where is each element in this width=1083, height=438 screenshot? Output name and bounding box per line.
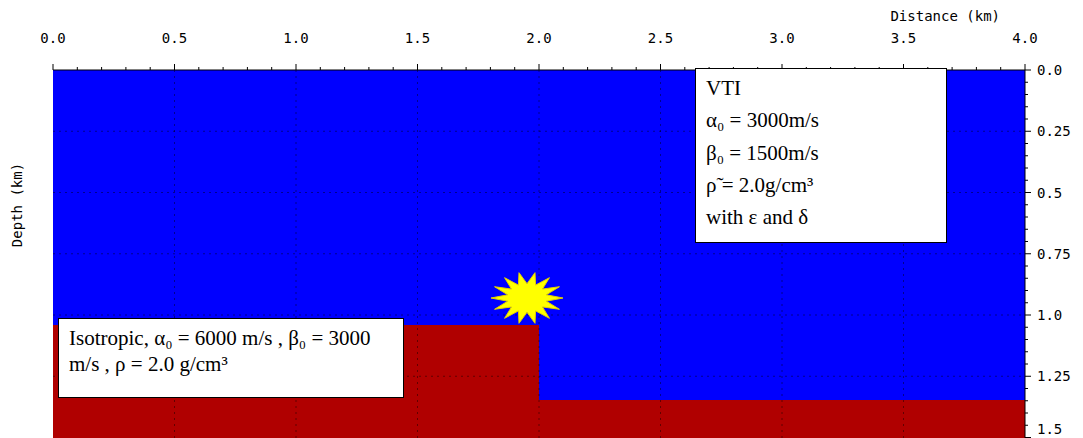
tick xyxy=(490,67,491,70)
tick xyxy=(1025,82,1028,83)
tick-label: 2.5 xyxy=(648,30,673,46)
tick xyxy=(1000,67,1001,70)
tick xyxy=(1025,192,1031,193)
grid-line xyxy=(417,70,418,438)
tick xyxy=(976,67,977,70)
tick-label: 1.0 xyxy=(1037,307,1062,323)
tick-label: 4.0 xyxy=(1012,30,1037,46)
tick-label: 0.25 xyxy=(1037,123,1071,139)
tick xyxy=(198,67,199,70)
tick xyxy=(368,67,369,70)
tick xyxy=(466,67,467,70)
tick xyxy=(1025,229,1028,230)
tick-label: 1.0 xyxy=(283,30,308,46)
tick-label: 1.25 xyxy=(1037,368,1071,384)
box-text: with ε and δ xyxy=(706,204,936,230)
tick xyxy=(587,67,588,70)
tick-label: 3.0 xyxy=(769,30,794,46)
tick xyxy=(1025,351,1028,352)
tick xyxy=(271,67,272,70)
tick xyxy=(77,67,78,70)
tick xyxy=(1025,437,1031,438)
tick xyxy=(611,67,612,70)
tick xyxy=(1025,64,1026,70)
tick xyxy=(1025,388,1028,389)
tick xyxy=(1025,204,1028,205)
box-text: VTI xyxy=(706,75,936,101)
tick xyxy=(1025,94,1028,95)
tick xyxy=(223,67,224,70)
tick xyxy=(1025,290,1028,291)
tick xyxy=(1025,217,1028,218)
tick xyxy=(1025,315,1031,316)
grid-line xyxy=(53,315,1025,316)
tick xyxy=(417,64,418,70)
tick xyxy=(1025,364,1028,365)
box-text: β₀ = 1500m/s xyxy=(706,140,936,166)
tick xyxy=(150,67,151,70)
tick xyxy=(539,64,540,70)
text-box: VTI α₀ = 3000m/s β₀ = 1500m/s ρ̃ = 2.0g/cm³… xyxy=(695,68,947,243)
tick xyxy=(441,67,442,70)
tick xyxy=(1025,143,1028,144)
tick xyxy=(1025,180,1028,181)
source-star xyxy=(491,273,563,324)
tick xyxy=(247,67,248,70)
tick xyxy=(1025,155,1028,156)
text-box: Isotropic, α₀ = 6000 m/s , β₀ = 3000 m/s… xyxy=(58,318,404,398)
tick xyxy=(393,67,394,70)
tick xyxy=(563,67,564,70)
tick xyxy=(952,67,953,70)
tick xyxy=(1025,327,1028,328)
tick xyxy=(1025,339,1028,340)
tick xyxy=(636,67,637,70)
tick xyxy=(101,67,102,70)
tick xyxy=(125,67,126,70)
tick-label: 2.0 xyxy=(526,30,551,46)
tick-label: 0.75 xyxy=(1037,246,1071,262)
tick xyxy=(1025,168,1028,169)
tick-label: 1.5 xyxy=(405,30,430,46)
tick xyxy=(684,67,685,70)
tick xyxy=(1025,400,1028,401)
tick xyxy=(1025,241,1028,242)
tick xyxy=(1025,253,1031,254)
tick-label: 0.5 xyxy=(162,30,187,46)
tick xyxy=(344,67,345,70)
axis-title: Distance (km) xyxy=(890,8,1000,24)
tick-label: 0.5 xyxy=(1037,185,1062,201)
box-text: α₀ = 3000m/s xyxy=(706,107,936,133)
box-text: Isotropic, α₀ = 6000 m/s , β₀ = 3000 m/s… xyxy=(69,325,393,378)
tick xyxy=(320,67,321,70)
tick xyxy=(1025,119,1028,120)
tick xyxy=(1025,425,1028,426)
box-text: ρ̃ = 2.0g/cm³ xyxy=(706,172,936,198)
tick-label: 1.5 xyxy=(1037,421,1062,437)
axis-ticks xyxy=(53,64,1031,438)
tick xyxy=(1025,278,1028,279)
tick xyxy=(296,64,297,70)
axis-title: Depth (km) xyxy=(9,163,25,247)
tick-label: 0.0 xyxy=(1037,62,1062,78)
tick xyxy=(1025,376,1031,377)
tick xyxy=(1025,302,1028,303)
tick-label: 0.0 xyxy=(40,30,65,46)
grid-line xyxy=(53,253,1025,254)
tick xyxy=(514,67,515,70)
tick xyxy=(1025,106,1028,107)
tick-label: 3.5 xyxy=(891,30,916,46)
tick xyxy=(1025,413,1028,414)
tick xyxy=(660,64,661,70)
tick xyxy=(174,64,175,70)
tick xyxy=(1025,266,1028,267)
tick xyxy=(1025,131,1031,132)
tick xyxy=(53,64,54,70)
tick xyxy=(1025,70,1031,71)
